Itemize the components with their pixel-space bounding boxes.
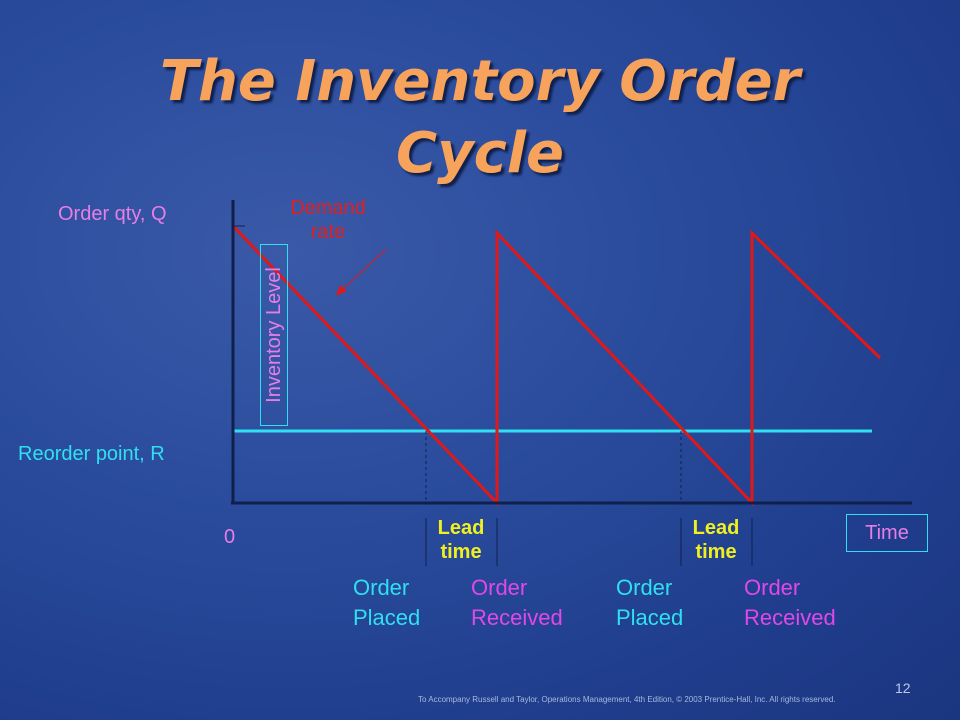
- order-received-2-line-1: Order: [744, 575, 801, 600]
- reorder-point-label: Reorder point, R: [18, 443, 165, 465]
- origin-label: 0: [224, 526, 236, 548]
- lead-time-label-1: Lead time: [424, 516, 498, 564]
- demand-rate-label: Demand rate: [273, 196, 383, 244]
- order-received-label-1: Order Received: [471, 573, 563, 633]
- inventory-level-line: [231, 224, 882, 507]
- title-line-2: Cycle: [396, 121, 564, 186]
- title-line-1: The Inventory Order: [159, 49, 801, 114]
- order-received-2-line-2: Received: [744, 605, 836, 630]
- order-placed-label-2: Order Placed: [616, 573, 683, 633]
- demand-rate-line-1: Demand: [290, 197, 366, 219]
- demand-rate-arrowhead: [336, 285, 347, 296]
- order-placed-label-1: Order Placed: [353, 573, 420, 633]
- lead-time-1-line-2: time: [440, 541, 482, 563]
- order-placed-1-line-2: Placed: [353, 605, 421, 630]
- lead-time-1-line-1: Lead: [437, 517, 485, 539]
- copyright-footer: To Accompany Russell and Taylor, Operati…: [418, 695, 836, 704]
- order-received-1-line-2: Received: [471, 605, 563, 630]
- order-received-label-2: Order Received: [744, 573, 836, 633]
- slide-title: The Inventory Order Cycle: [80, 46, 880, 190]
- y-axis-label: Inventory Level: [260, 244, 288, 426]
- y-axis-label-text: Inventory Level: [263, 267, 285, 403]
- lead-time-label-2: Lead time: [679, 516, 753, 564]
- order-received-1-line-1: Order: [471, 575, 528, 600]
- order-placed-2-line-1: Order: [616, 575, 673, 600]
- demand-rate-arrow: [341, 248, 387, 291]
- x-axis-label-text: Time: [865, 522, 909, 544]
- order-placed-1-line-1: Order: [353, 575, 410, 600]
- order-qty-label: Order qty, Q: [58, 203, 167, 225]
- page-number: 12: [895, 680, 911, 696]
- lead-time-2-line-2: time: [695, 541, 737, 563]
- demand-rate-line-2: rate: [310, 221, 346, 243]
- x-axis-label: Time: [846, 514, 928, 552]
- order-placed-2-line-2: Placed: [616, 605, 684, 630]
- lead-time-2-line-1: Lead: [692, 517, 740, 539]
